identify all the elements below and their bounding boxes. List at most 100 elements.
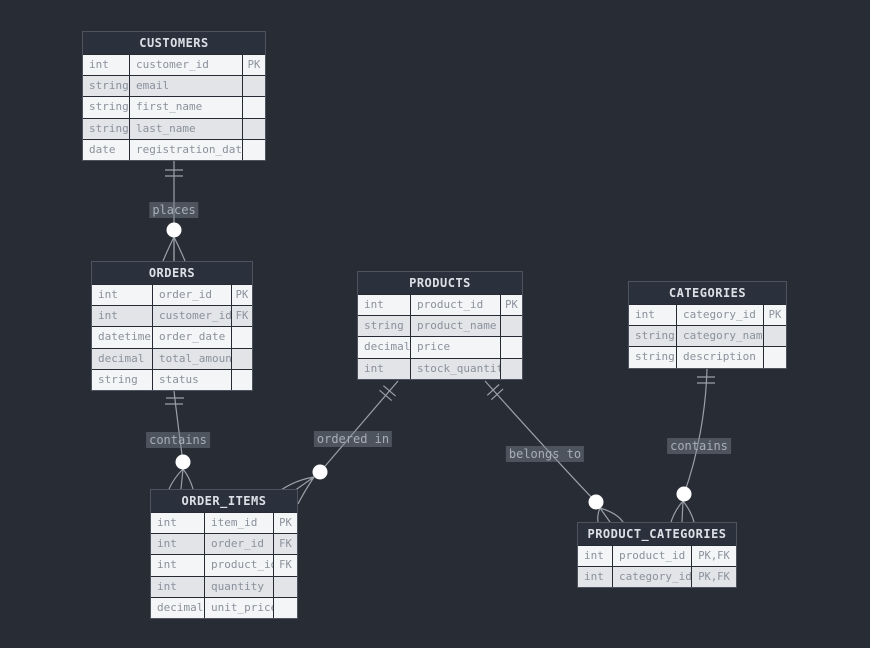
relationship-label-ordered-in[interactable]: ordered in <box>313 431 393 447</box>
column-type: date <box>83 139 129 160</box>
column-type: decimal <box>92 348 152 369</box>
column-name: product_id <box>613 546 691 567</box>
column-name: order_id <box>205 534 273 555</box>
relationship-label-places[interactable]: places <box>149 202 199 218</box>
column-type: int <box>151 534 204 555</box>
column-type: string <box>358 316 410 337</box>
column-name: order_date <box>153 327 231 348</box>
column-key <box>243 76 265 97</box>
connector-contains-product-categories[interactable] <box>670 367 715 523</box>
column-name: category_name <box>677 326 763 347</box>
column-key <box>243 139 265 160</box>
relationship-label-contains-1[interactable]: contains <box>146 432 210 448</box>
column-key <box>274 597 297 618</box>
column-type: string <box>83 118 129 139</box>
junction-circle <box>312 464 328 480</box>
column-type: int <box>578 567 612 588</box>
column-type: int <box>151 555 204 576</box>
column-key: PK <box>232 285 252 306</box>
column-type: int <box>151 513 204 534</box>
column-key: FK <box>232 306 252 327</box>
column-name: description <box>677 347 763 368</box>
connector-places[interactable] <box>162 161 186 262</box>
column-type: int <box>151 576 204 597</box>
column-type: string <box>92 369 152 390</box>
column-type: datetime <box>92 327 152 348</box>
column-name: customer_id <box>130 55 242 76</box>
column-name: category_id <box>613 567 691 588</box>
connector-contains-order-items[interactable] <box>165 390 194 490</box>
column-name: unit_price <box>205 597 273 618</box>
connector-ordered-in[interactable] <box>280 380 399 505</box>
column-key <box>232 327 252 348</box>
column-name: total_amount <box>153 348 231 369</box>
column-name: quantity <box>205 576 273 597</box>
column-key <box>501 358 522 379</box>
junction-circle <box>588 494 604 510</box>
column-name: category_id <box>677 305 763 326</box>
table-title: ORDER_ITEMS <box>151 490 297 512</box>
column-key: PK <box>243 55 265 76</box>
junction-circle <box>676 486 692 502</box>
column-type: int <box>358 358 410 379</box>
table-title: ORDERS <box>92 262 252 284</box>
table-title: CUSTOMERS <box>83 32 265 54</box>
column-name: product_name <box>411 316 500 337</box>
column-name: stock_quantity <box>411 358 500 379</box>
column-key <box>243 97 265 118</box>
column-name: registration_date <box>130 139 242 160</box>
column-name: price <box>411 337 500 358</box>
column-key: PK <box>501 295 522 316</box>
column-key <box>764 326 786 347</box>
relationship-label-contains-2[interactable]: contains <box>667 438 731 454</box>
column-type: string <box>83 76 129 97</box>
column-name: customer_id <box>153 306 231 327</box>
column-key: PK,FK <box>692 546 736 567</box>
connector-belongs-to[interactable] <box>484 380 624 523</box>
column-key: FK <box>274 555 297 576</box>
column-type: int <box>92 285 152 306</box>
column-key <box>243 118 265 139</box>
column-key <box>274 576 297 597</box>
junction-circle <box>175 454 191 470</box>
column-key <box>501 337 522 358</box>
column-name: product_id <box>411 295 500 316</box>
column-key <box>232 348 252 369</box>
column-type: string <box>83 97 129 118</box>
column-key <box>764 347 786 368</box>
column-name: last_name <box>130 118 242 139</box>
relationship-label-belongs-to[interactable]: belongs to <box>505 446 585 462</box>
column-key: PK <box>764 305 786 326</box>
table-title: CATEGORIES <box>629 282 786 304</box>
column-name: item_id <box>205 513 273 534</box>
column-name: status <box>153 369 231 390</box>
column-key: PK,FK <box>692 567 736 588</box>
column-key: PK <box>274 513 297 534</box>
column-type: int <box>92 306 152 327</box>
column-type: int <box>578 546 612 567</box>
column-type: int <box>83 55 129 76</box>
column-key <box>501 316 522 337</box>
column-name: email <box>130 76 242 97</box>
column-type: string <box>629 326 676 347</box>
column-name: product_id <box>205 555 273 576</box>
column-key: FK <box>274 534 297 555</box>
column-type: int <box>358 295 410 316</box>
column-name: order_id <box>153 285 231 306</box>
junction-circle <box>166 222 182 238</box>
column-key <box>232 369 252 390</box>
column-type: int <box>629 305 676 326</box>
column-type: decimal <box>151 597 204 618</box>
column-name: first_name <box>130 97 242 118</box>
table-title: PRODUCT_CATEGORIES <box>578 523 736 545</box>
table-title: PRODUCTS <box>358 272 522 294</box>
column-type: string <box>629 347 676 368</box>
